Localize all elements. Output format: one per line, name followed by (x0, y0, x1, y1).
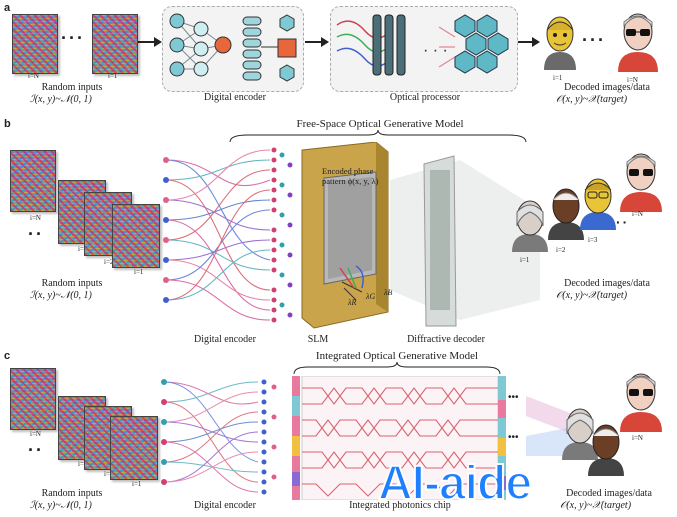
output-index-1: i=1 (520, 256, 530, 264)
diffractive-decoder (390, 155, 540, 327)
face-avatar-icon (544, 16, 576, 70)
face-avatar-icon (588, 424, 624, 476)
slm-device (301, 142, 389, 329)
decoded-images-formula: 𝒪(x, y)~𝒳(target) (556, 290, 628, 301)
arrow-right-icon (305, 37, 329, 47)
output-index-3: i=3 (588, 236, 598, 244)
lambda-b-label: λB (384, 288, 393, 297)
face-avatar-icon (618, 13, 658, 72)
watermark-logo: AI-aide (377, 456, 533, 511)
slm-label: SLM (307, 334, 329, 345)
face-avatar-icon (512, 200, 548, 252)
face-avatar-icon (620, 373, 662, 432)
svg-text:•••: ••• (508, 432, 519, 443)
panel-c-letter: c (4, 350, 11, 362)
ellipsis: ·· (28, 224, 44, 244)
diffractive-decoder-label: Diffractive decoder (407, 334, 485, 345)
digital-encoder-network (163, 147, 293, 323)
digital-encoder-label: Digital encoder (204, 92, 266, 103)
arrow-right-icon (518, 37, 540, 47)
decoded-images-label: Decoded images/data (566, 488, 652, 499)
digital-encoder-label: Digital encoder (194, 334, 256, 345)
random-inputs-label: Random inputs (41, 82, 103, 93)
input-index-1: i=1 (132, 480, 142, 488)
input-index-n: i=N (30, 214, 41, 222)
random-inputs-formula: ℐ(x, y)~𝒩(0, 1) (30, 500, 92, 511)
panel-b-title: Free-Space Optical Generative Model (296, 118, 464, 130)
input-index-2: i=2 (104, 470, 114, 478)
integrated-photonics-chip (292, 376, 506, 500)
random-input-image-n (10, 150, 56, 212)
random-inputs-label: Random inputs (41, 278, 103, 289)
output-index-2: i=2 (556, 246, 566, 254)
random-inputs-formula: ℐ(x, y)~𝒩(0, 1) (30, 94, 92, 105)
brace-icon (293, 362, 501, 375)
output-index-1: i=1 (553, 74, 563, 82)
brace-icon (229, 130, 527, 143)
decoded-images-formula: 𝒪(x, y)~𝒳(target) (556, 94, 628, 105)
input-index-3: i=3 (78, 245, 88, 253)
decoded-images-label: Decoded images/data (564, 278, 650, 289)
digital-encoder-box (162, 6, 304, 92)
random-inputs-formula: ℐ(x, y)~𝒩(0, 1) (30, 290, 92, 301)
random-input-image-n (10, 368, 56, 430)
arrow-right-icon (138, 37, 162, 47)
panel-a-letter: a (4, 2, 11, 14)
digital-encoder-network (161, 379, 277, 495)
optical-processor-icon: · · · (336, 14, 509, 76)
face-avatar-icon (580, 178, 616, 230)
input-index-n: i=N (30, 430, 41, 438)
ellipsis: ·· (28, 440, 44, 460)
random-inputs-label: Random inputs (41, 488, 103, 499)
ellipsis: ·· (616, 214, 630, 230)
neural-network-icon (169, 13, 297, 82)
output-index-n: i=N (632, 210, 643, 218)
random-input-image-1 (110, 416, 158, 480)
phase-pattern-line1: Encoded phase (322, 166, 374, 176)
decoded-images-label: Decoded images/data (564, 82, 650, 93)
input-index-3: i=3 (78, 460, 88, 468)
random-input-image-1 (92, 14, 138, 74)
output-index-n: i=N (632, 434, 643, 442)
ellipsis: ··· (582, 30, 606, 50)
input-index-1: i=1 (134, 268, 144, 276)
input-index-2: i=2 (104, 258, 114, 266)
lambda-r-label: λR (348, 298, 357, 307)
decoded-images-formula: 𝒪(x, y)~𝒳(target) (560, 500, 632, 511)
input-index-n: i=N (28, 72, 39, 80)
phase-pattern-line2: pattern ϕ(x, y, λ) (322, 176, 379, 186)
input-index-1: i=1 (108, 72, 118, 80)
svg-text:•••: ••• (508, 392, 519, 403)
optical-processor-box: · · · (330, 6, 518, 92)
phase-pattern-label: Encoded phase pattern ϕ(x, y, λ) (322, 166, 378, 186)
optical-processor-label: Optical processor (389, 92, 461, 103)
face-avatar-icon (620, 153, 662, 212)
panel-c-title: Integrated Optical Generative Model (315, 350, 479, 362)
digital-encoder-label: Digital encoder (194, 500, 256, 511)
face-avatar-icon (562, 408, 598, 460)
photonics-chip-label: Integrated photonics chip (349, 500, 451, 511)
random-input-image-1 (112, 204, 160, 268)
ellipsis: ··· (61, 28, 85, 48)
random-input-image-n (12, 14, 58, 74)
face-avatar-icon (548, 188, 584, 240)
lambda-g-label: λG (366, 292, 376, 301)
svg-text:· · ·: · · · (423, 42, 448, 59)
output-index-n: i=N (627, 76, 638, 84)
panel-b-letter: b (4, 118, 11, 130)
